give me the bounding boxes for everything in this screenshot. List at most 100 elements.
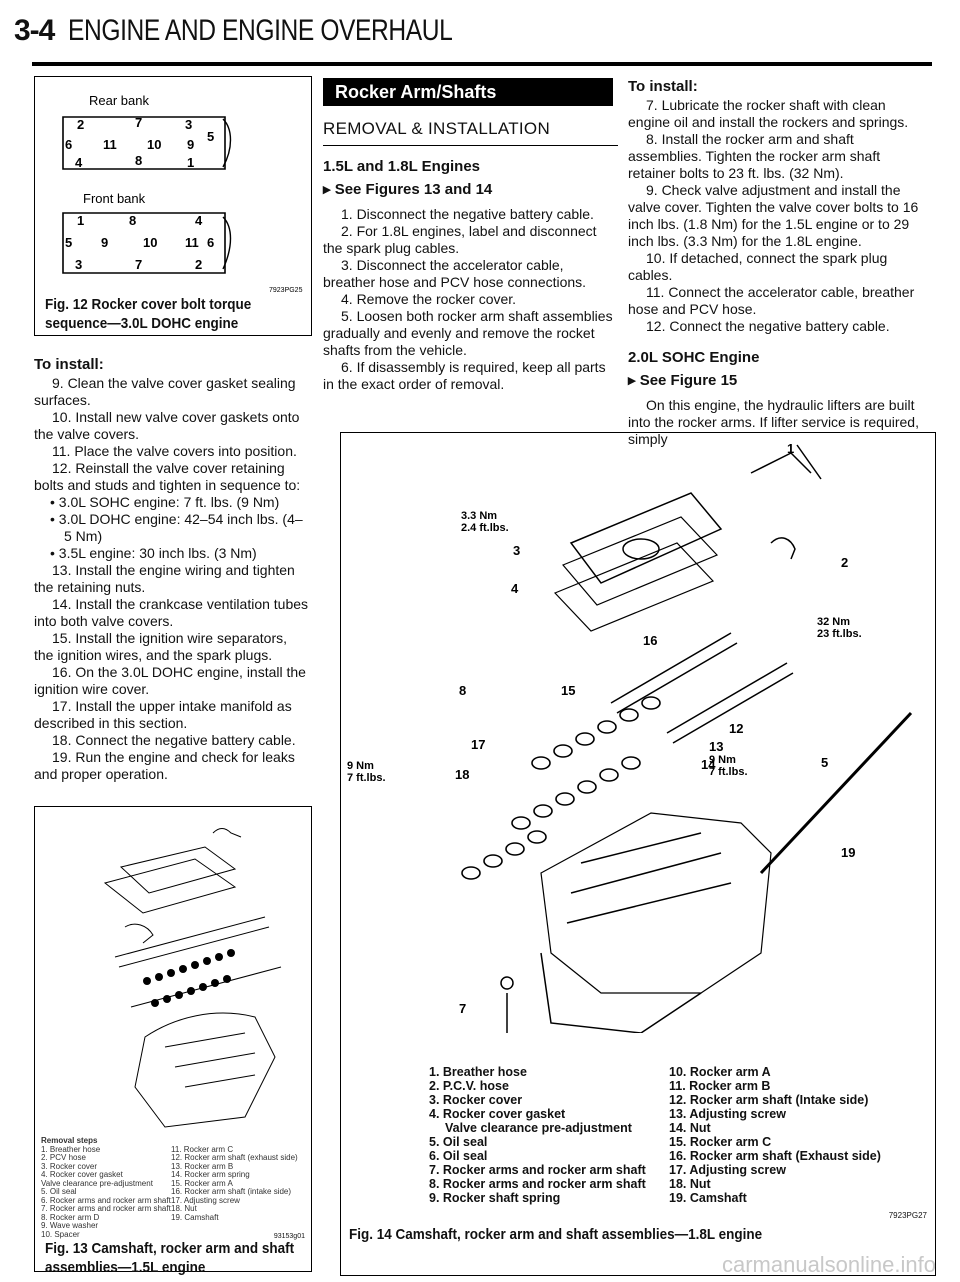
middle-column-text: REMOVAL & INSTALLATION 1.5L and 1.8L Eng…	[323, 120, 618, 393]
rear-bolt-1: 1	[187, 155, 194, 170]
mid-step-5: 5. Loosen both rocker arm shaft assembli…	[323, 308, 613, 358]
legend-item: 19. Camshaft	[669, 1191, 747, 1205]
fig14-code: 7923PG27	[888, 1211, 927, 1220]
rocker-arm-shape	[553, 744, 573, 758]
legend-item: 12. Rocker arm shaft (exhaust side)	[171, 1153, 298, 1162]
step-15: 15. Install the ignition wire separators…	[34, 630, 288, 663]
legend-item: 8. Rocker arm D	[41, 1212, 100, 1222]
legend-item: 12. Rocker arm shaft (Intake side)	[669, 1093, 869, 1107]
header-rule	[32, 62, 932, 66]
legend-item: 4. Rocker cover gasket	[41, 1170, 123, 1179]
section-banner: Rocker Arm/Shafts	[323, 78, 613, 106]
fig12-caption: Fig. 12 Rocker cover bolt torque sequenc…	[45, 296, 252, 332]
mid-step-4: 4. Remove the rocker cover.	[341, 291, 517, 307]
legend-item: 7. Rocker arms and rocker arm shaft	[41, 1204, 171, 1213]
step-17: 17. Install the upper intake manifold as…	[34, 698, 292, 731]
front-bolt-9: 9	[101, 235, 108, 250]
left-column-text: To install: 9. Clean the valve cover gas…	[34, 356, 310, 783]
rocker-arm-shape	[575, 732, 595, 746]
mid-step-3: 3. Disconnect the accelerator cable, bre…	[323, 257, 587, 290]
legend-item: 5. Oil seal	[429, 1135, 488, 1149]
subhead-20: 2.0L SOHC Engine	[628, 349, 760, 366]
rocker-arm-shape	[505, 842, 525, 856]
fig14-box: 1 2 3 4 5 6 7 8 12 13 14 15 16 17 18 19 …	[340, 432, 936, 1276]
right-install-heading: To install:	[628, 78, 698, 95]
front-bolt-11: 11	[185, 235, 199, 250]
rocker-arm-shape	[597, 720, 617, 734]
callout-3: 3	[513, 543, 520, 558]
callout-8: 8	[459, 683, 466, 698]
legend-item: 10. Spacer	[41, 1229, 80, 1239]
rocker-arm-shape	[621, 756, 641, 770]
right-step-7: 7. Lubricate the rocker shaft with clean…	[628, 97, 909, 130]
step-18: 18. Connect the negative battery cable.	[52, 732, 296, 748]
bullet-item: • 3.0L DOHC engine: 42–54 inch lbs. (4–5…	[50, 511, 303, 544]
rear-bolt-5: 5	[207, 129, 214, 144]
rocker-arm-shape	[527, 830, 547, 844]
page-number: 3-4	[14, 14, 55, 47]
callout-12: 12	[729, 721, 743, 736]
legend-item: 17. Adjusting screw	[171, 1195, 240, 1205]
step-11: 11. Place the valve covers into position…	[52, 443, 297, 459]
rear-bank-label: Rear bank	[89, 93, 149, 108]
section-title: REMOVAL & INSTALLATION	[323, 120, 618, 146]
legend-item: 2. P.C.V. hose	[429, 1079, 509, 1093]
mid-step-2: 2. For 1.8L engines, label and disconnec…	[323, 223, 597, 256]
legend-item: 4. Rocker cover gasket	[429, 1107, 566, 1121]
front-bolt-7: 7	[135, 257, 142, 272]
legend-item: 8. Rocker arms and rocker arm shaft	[429, 1177, 646, 1191]
legend-item: 14. Nut	[669, 1121, 711, 1135]
front-bolt-5: 5	[65, 235, 72, 250]
bullet-item: • 3.0L SOHC engine: 7 ft. lbs. (9 Nm)	[50, 494, 280, 510]
fig12-code: 7923PG25	[269, 287, 303, 294]
legend-item: 15. Rocker arm A	[171, 1178, 233, 1188]
step-16: 16. On the 3.0L DOHC engine, install the…	[34, 664, 306, 697]
legend-item: 13. Rocker arm B	[171, 1161, 234, 1171]
watermark: carmanualsonline.info	[721, 1252, 936, 1277]
legend-item: 13. Adjusting screw	[669, 1107, 786, 1121]
callout-17: 17	[471, 737, 485, 752]
callout-1: 1	[787, 441, 794, 456]
legend-item: 1. Breather hose	[429, 1065, 527, 1079]
front-bolt-4: 4	[195, 213, 203, 228]
page-title: ENGINE AND ENGINE OVERHAUL	[68, 14, 453, 47]
rear-bolt-10: 10	[147, 137, 161, 152]
callout-13: 13	[709, 739, 723, 754]
legend-item: 1. Breather hose	[41, 1144, 101, 1154]
legend-item: 17. Adjusting screw	[669, 1163, 786, 1177]
rocker-arm-shape	[577, 780, 597, 794]
rocker-arm-shape	[619, 708, 639, 722]
callout-18: 18	[455, 767, 469, 782]
callout-15: 15	[561, 683, 575, 698]
step-10: 10. Install new valve cover gaskets onto…	[34, 409, 300, 442]
step-14: 14. Install the crankcase ventilation tu…	[34, 596, 309, 629]
callout-5: 5	[821, 755, 828, 770]
rocker-arm-shape	[511, 816, 531, 830]
front-bolt-3: 3	[75, 257, 82, 272]
rear-bolt-2: 2	[77, 117, 84, 132]
right-step-12: 12. Connect the negative battery cable.	[646, 318, 890, 334]
right-step-11: 11. Connect the accelerator cable, breat…	[628, 284, 915, 317]
legend-item: 18. Nut	[171, 1204, 197, 1213]
callout-19: 19	[841, 845, 855, 860]
front-bolt-6: 6	[207, 235, 214, 250]
rear-bolt-6: 6	[65, 137, 72, 152]
rear-bolt-4: 4	[75, 155, 83, 170]
legend-item: 15. Rocker arm C	[669, 1135, 772, 1149]
rocker-arm-shape	[531, 756, 551, 770]
legend-item: 14. Rocker arm spring	[171, 1170, 250, 1179]
legend-item: 18. Nut	[669, 1177, 711, 1191]
mid-step-1: 1. Disconnect the negative battery cable…	[341, 206, 594, 222]
bullet-item: • 3.5L engine: 30 inch lbs. (3 Nm)	[50, 545, 257, 561]
subhead-15-18: 1.5L and 1.8L Engines	[323, 158, 481, 175]
right-step-10: 10. If detached, connect the spark plug …	[628, 250, 888, 283]
